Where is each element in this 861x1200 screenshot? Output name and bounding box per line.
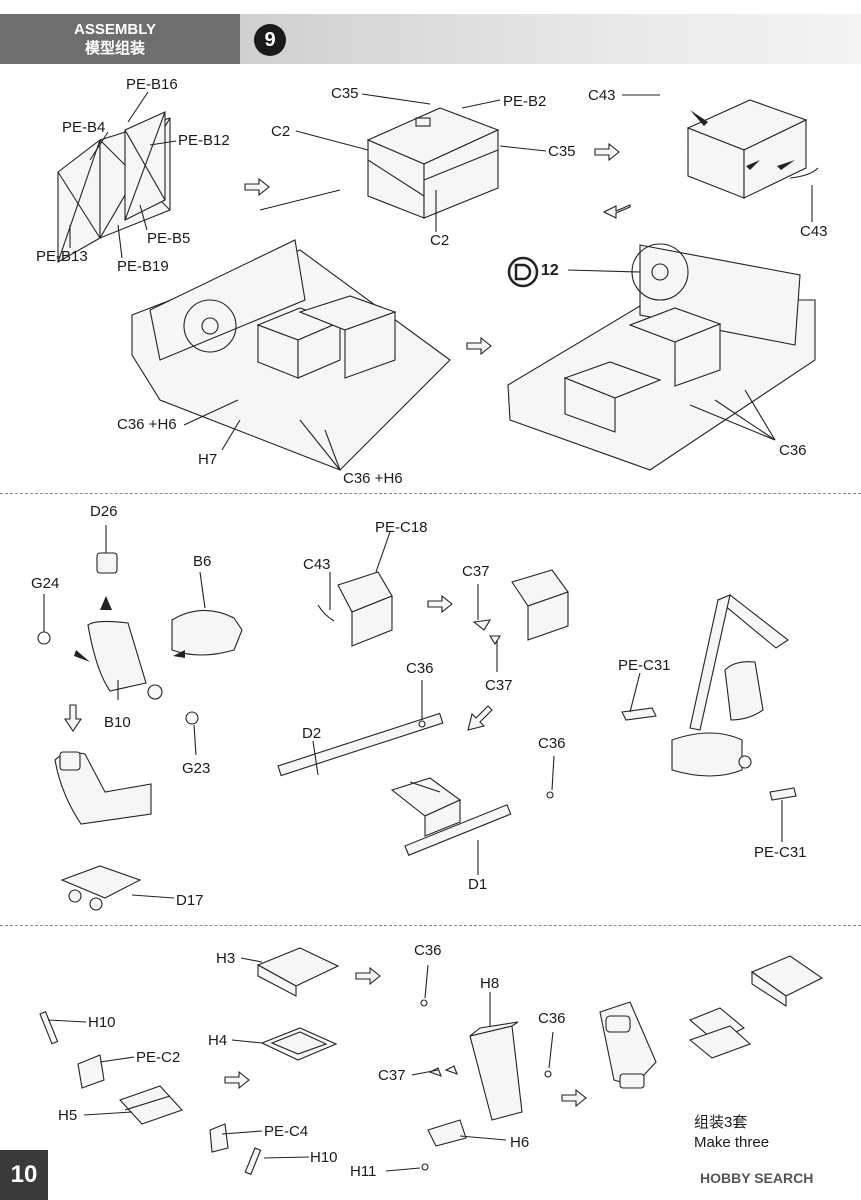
part-label: H4 xyxy=(208,1032,228,1049)
part-label: PE-B2 xyxy=(503,93,547,110)
part-label: H6 xyxy=(510,1134,530,1151)
part-label: B10 xyxy=(104,714,131,731)
leader-lines-floor-left xyxy=(183,399,341,471)
part-label: C36 xyxy=(538,735,566,752)
console-assembly-middle xyxy=(277,569,569,856)
part-label: C36 +H6 xyxy=(343,470,403,487)
seat-assembly-right xyxy=(621,594,797,801)
step-arrows xyxy=(63,142,631,1108)
part-label: PE-B4 xyxy=(62,119,106,136)
part-label: PE-C2 xyxy=(136,1049,181,1066)
leader-lines-top-right xyxy=(622,94,813,222)
part-label: C37 xyxy=(378,1067,406,1084)
part-label: PE-B16 xyxy=(126,76,178,93)
header-title: ASSEMBLY 模型组装 xyxy=(0,20,230,58)
part-label: PE-B12 xyxy=(178,132,230,149)
part-label: C36 +H6 xyxy=(117,416,177,433)
part-label: D1 xyxy=(468,876,488,893)
part-label: G23 xyxy=(182,760,211,777)
part-label: C37 xyxy=(462,563,490,580)
part-label: PE-B19 xyxy=(117,258,169,275)
seat-base-parts-left xyxy=(39,947,340,1176)
part-label: G24 xyxy=(31,575,60,592)
leader-lines-top-middle xyxy=(295,93,547,232)
part-label: C35 xyxy=(331,85,359,102)
part-label: C2 xyxy=(430,232,450,249)
part-label: PE-B5 xyxy=(147,230,191,247)
part-label: H10 xyxy=(88,1014,116,1031)
part-label: H3 xyxy=(216,950,236,967)
seat-assembly-left xyxy=(37,552,243,911)
part-label: C36 xyxy=(538,1010,566,1027)
frame-box-right xyxy=(686,99,819,199)
part-label: PE-C31 xyxy=(754,844,807,861)
part-label: C43 xyxy=(800,223,828,240)
watermark: HOBBY SEARCH xyxy=(700,1170,814,1186)
quantity-note-chinese: 组装3套 xyxy=(694,1114,748,1131)
part-label: H7 xyxy=(198,451,218,468)
part-label: C43 xyxy=(588,87,616,104)
seat-back-parts-middle xyxy=(420,999,552,1171)
quantity-note-english: Make three xyxy=(694,1134,770,1151)
header-bar xyxy=(0,14,240,64)
part-label: H5 xyxy=(58,1107,78,1124)
page-number: 10 xyxy=(0,1150,48,1200)
side-frame-parts xyxy=(57,111,171,263)
part-label: D26 xyxy=(90,503,118,520)
part-label: C37 xyxy=(485,677,513,694)
part-label: C43 xyxy=(303,556,331,573)
part-label: H10 xyxy=(310,1149,338,1166)
section-divider xyxy=(0,493,861,494)
leader-lines-top-left xyxy=(69,91,177,259)
seat-unit-complete xyxy=(599,955,824,1089)
leader-lines-floor-right xyxy=(567,269,776,441)
part-label: C35 xyxy=(548,143,576,160)
leader-lines-bottom-left xyxy=(47,957,310,1159)
header-band xyxy=(240,14,861,64)
leader-lines-console xyxy=(312,531,555,875)
leader-lines-seat-right xyxy=(629,672,783,842)
frame-box-middle xyxy=(366,107,500,219)
part-label: H11 xyxy=(350,1163,377,1180)
part-label: PE-C18 xyxy=(375,519,428,536)
reference-step-label: 12 xyxy=(541,262,559,279)
part-label: C36 xyxy=(779,442,807,459)
leader-lines-bottom-middle xyxy=(385,964,554,1172)
part-label: D17 xyxy=(176,892,204,909)
part-label: B6 xyxy=(193,553,212,570)
title-english: ASSEMBLY xyxy=(74,21,156,38)
part-label: D2 xyxy=(302,725,322,742)
part-label: C36 xyxy=(414,942,442,959)
quantity-note: 组装3套 Make three xyxy=(694,1113,769,1153)
part-label: PE-C4 xyxy=(264,1123,309,1140)
leader-lines-seat-left xyxy=(43,525,206,899)
part-label: C2 xyxy=(271,123,291,140)
reference-symbol xyxy=(507,256,539,288)
cabin-floor-right xyxy=(507,243,816,471)
cabin-floor-left xyxy=(131,189,451,471)
step-number-badge: 9 xyxy=(254,24,286,56)
part-label: PE-C31 xyxy=(618,657,671,674)
part-label: H8 xyxy=(480,975,500,992)
part-label: C36 xyxy=(406,660,434,677)
part-label: PE-B13 xyxy=(36,248,88,265)
section-divider xyxy=(0,925,861,926)
title-chinese: 模型组装 xyxy=(84,40,145,57)
